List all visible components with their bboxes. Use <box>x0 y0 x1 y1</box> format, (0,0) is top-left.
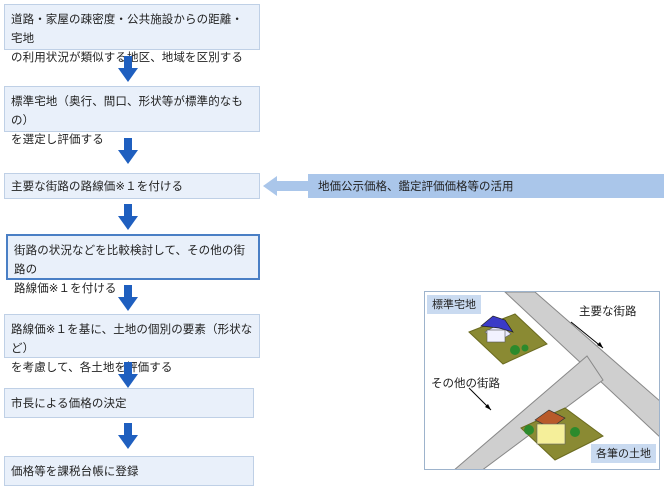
step-1-line1: 道路・家屋の疎密度・公共施設からの距離・宅地 <box>11 12 243 45</box>
label-main-road: 主要な街路 <box>579 304 637 318</box>
step-7-box: 価格等を課税台帳に登録 <box>4 456 254 486</box>
step-7-line1: 価格等を課税台帳に登録 <box>11 464 139 478</box>
step-4-box: 街路の状況などを比較検討して、その他の街路の 路線価※１を付ける <box>6 234 260 295</box>
label-other-road: その他の街路 <box>431 376 500 390</box>
step-5-box: 路線価※１を基に、土地の個別の要素（形状など） を考慮して、各土地を評価する <box>4 314 260 374</box>
down-arrow-icon <box>118 56 138 82</box>
roads-and-lots-drawing <box>454 292 659 469</box>
left-arrow-icon <box>263 176 309 196</box>
down-arrow-icon <box>118 362 138 388</box>
step-4-line2: 路線価※１を付ける <box>14 281 117 295</box>
step-5-line2: を考慮して、各土地を評価する <box>11 360 173 374</box>
land-illustration: 標準宅地 主要な街路 その他の街路 各筆の土地 <box>424 291 660 470</box>
step-1-box: 道路・家屋の疎密度・公共施設からの距離・宅地 の利用状況が類似する地区、地域を区… <box>4 4 260 64</box>
down-arrow-icon <box>118 285 138 311</box>
down-arrow-icon <box>118 423 138 449</box>
step-2-line2: を選定し評価する <box>11 132 104 146</box>
step-6-line1: 市長による価格の決定 <box>11 396 127 410</box>
down-arrow-icon <box>118 204 138 230</box>
standard-lot <box>468 313 548 365</box>
step-3-box: 主要な街路の路線価※１を付ける <box>4 173 260 199</box>
step-6-box: 市長による価格の決定 <box>4 388 254 418</box>
step-4-line1: 街路の状況などを比較検討して、その他の街路の <box>14 243 246 276</box>
down-arrow-icon <box>118 138 138 164</box>
tag-standard-residential-land: 標準宅地 <box>427 295 481 314</box>
side-note: 地価公示価格、鑑定評価価格等の活用 <box>308 174 664 198</box>
tag-each-land-parcel: 各筆の土地 <box>591 444 656 463</box>
step-2-line1: 標準宅地（奥行、間口、形状等が標準的なもの） <box>11 94 243 127</box>
step-2-box: 標準宅地（奥行、間口、形状等が標準的なもの） を選定し評価する <box>4 86 260 146</box>
step-5-line1: 路線価※１を基に、土地の個別の要素（形状など） <box>11 322 253 355</box>
step-3-line1: 主要な街路の路線価※１を付ける <box>11 179 184 193</box>
